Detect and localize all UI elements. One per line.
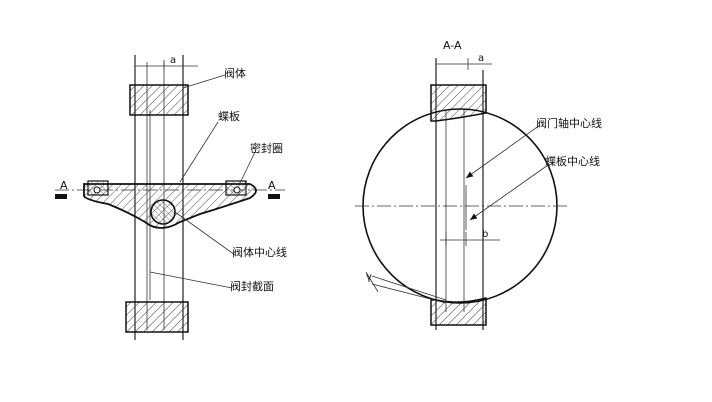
dim-a-right: a	[435, 53, 492, 70]
dim-a-left-label: a	[170, 55, 176, 66]
label-valve-body: 阀体	[224, 66, 246, 80]
angle-mark: γ	[366, 272, 372, 283]
label-disc: 蝶板	[218, 109, 240, 123]
section-mark-right: A	[268, 179, 276, 192]
valve-body-top-section	[129, 84, 189, 116]
label-body-centerline: 阀体中心线	[232, 245, 287, 259]
section-mark-left: A	[60, 179, 68, 192]
dim-b-label: b	[482, 229, 488, 240]
label-stem-centerline: 阀门轴中心线	[536, 116, 602, 130]
left-view: a A A 阀体 蝶板 密封圈 阀体中心线 阀封截面	[55, 55, 287, 340]
label-seal-ring: 密封圈	[250, 141, 283, 155]
valve-body-top-section-right	[430, 84, 487, 122]
right-view: A-A a 阀门轴中心线 蝶板中心线 b	[355, 39, 602, 330]
valve-body-bottom-section	[125, 301, 189, 333]
dim-a-right-label: a	[478, 53, 484, 64]
label-disc-centerline: 蝶板中心线	[545, 154, 600, 168]
label-seal-section: 阀封截面	[230, 279, 274, 293]
dim-a-left: a	[134, 55, 198, 70]
valve-stem	[150, 199, 176, 225]
dim-b: b	[440, 229, 500, 246]
section-title: A-A	[443, 39, 462, 52]
